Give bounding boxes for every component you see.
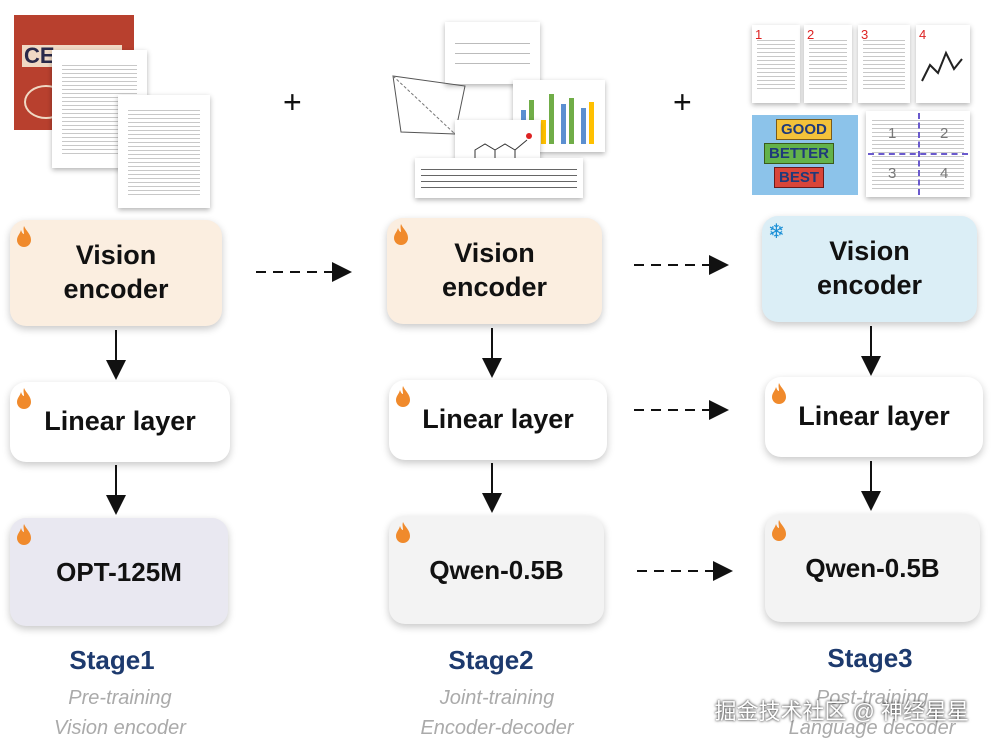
fire-icon bbox=[17, 524, 31, 545]
stage1-vision-encoder: Vision encoder bbox=[10, 220, 222, 326]
stage3-language-model: Qwen-0.5B bbox=[765, 514, 980, 622]
fire-icon bbox=[772, 383, 786, 404]
stage2-linear-layer: Linear layer bbox=[389, 380, 607, 460]
signpost-image: GOOD BETTER BEST bbox=[752, 115, 858, 195]
plus-sign: + bbox=[283, 84, 302, 120]
stage1-input-images: CE bbox=[14, 15, 214, 210]
page-number: 3 bbox=[861, 27, 869, 42]
vision-encoder-label: Vision encoder bbox=[816, 236, 923, 300]
stage2-label: Stage2 bbox=[448, 645, 534, 675]
stage1-linear-layer: Linear layer bbox=[10, 382, 230, 462]
language-model-label: Qwen-0.5B bbox=[429, 554, 564, 585]
stage3-input-images: 1 2 3 4 GOOD BETTER BEST 1 2 3 4 bbox=[752, 25, 974, 200]
plus-sign: + bbox=[673, 84, 692, 120]
watermark: 掘金技术社区 @ 神经星星 bbox=[714, 699, 969, 724]
grid-number: 3 bbox=[888, 165, 897, 182]
fire-icon bbox=[17, 388, 31, 409]
stage3-desc-line1: Post-training bbox=[815, 687, 929, 709]
linear-layer-label: Linear layer bbox=[422, 404, 574, 435]
language-model-label: Qwen-0.5B bbox=[805, 552, 940, 583]
vision-encoder-label: Vision encoder bbox=[63, 240, 169, 304]
fire-icon bbox=[772, 520, 786, 541]
stage2-desc-line1: Joint-training bbox=[439, 687, 555, 709]
page-number: 2 bbox=[807, 27, 815, 42]
stage3-label: Stage3 bbox=[827, 643, 913, 673]
vision-encoder-label: Vision encoder bbox=[441, 238, 548, 302]
grid-number: 1 bbox=[888, 125, 897, 142]
page-grid-image: 1 2 3 4 bbox=[866, 111, 970, 197]
language-model-label: OPT-125M bbox=[56, 556, 182, 587]
stage1-desc-line1: Pre-training bbox=[68, 687, 172, 709]
page-thumbnail bbox=[804, 25, 852, 103]
linear-layer-label: Linear layer bbox=[798, 401, 950, 432]
music-sheet-image bbox=[415, 158, 583, 198]
fire-icon bbox=[396, 386, 410, 407]
fire-icon bbox=[17, 226, 31, 247]
stage1-language-model: OPT-125M bbox=[10, 518, 228, 626]
stage1-desc-line2: Vision encoder bbox=[54, 717, 186, 739]
stage2-desc-line2: Encoder-decoder bbox=[420, 717, 574, 739]
stage2-input-images bbox=[385, 22, 605, 200]
page-thumbnail bbox=[858, 25, 910, 103]
stage3-linear-layer: Linear layer bbox=[765, 377, 983, 457]
document-page bbox=[118, 95, 210, 208]
stage2-language-model: Qwen-0.5B bbox=[389, 516, 604, 624]
page-number: 1 bbox=[755, 27, 763, 42]
sign-good: GOOD bbox=[776, 119, 832, 140]
fire-icon bbox=[396, 522, 410, 543]
formula-image bbox=[445, 22, 540, 84]
stage3-vision-encoder: ❄ Vision encoder bbox=[762, 216, 977, 322]
grid-number: 2 bbox=[940, 125, 949, 142]
page-thumbnail bbox=[916, 25, 970, 103]
snowflake-icon: ❄ bbox=[768, 221, 785, 243]
fire-icon bbox=[394, 224, 408, 245]
poster-letters: CE bbox=[24, 43, 55, 68]
sign-better: BETTER bbox=[764, 143, 834, 164]
page-thumbnail bbox=[752, 25, 800, 103]
grid-number: 4 bbox=[940, 165, 949, 182]
page-number: 4 bbox=[919, 27, 927, 42]
linear-layer-label: Linear layer bbox=[44, 406, 196, 437]
stage2-vision-encoder: Vision encoder bbox=[387, 218, 602, 324]
stage1-label: Stage1 bbox=[69, 645, 155, 675]
stage3-desc-line2: Language decoder bbox=[788, 717, 956, 739]
sign-best: BEST bbox=[774, 167, 825, 188]
